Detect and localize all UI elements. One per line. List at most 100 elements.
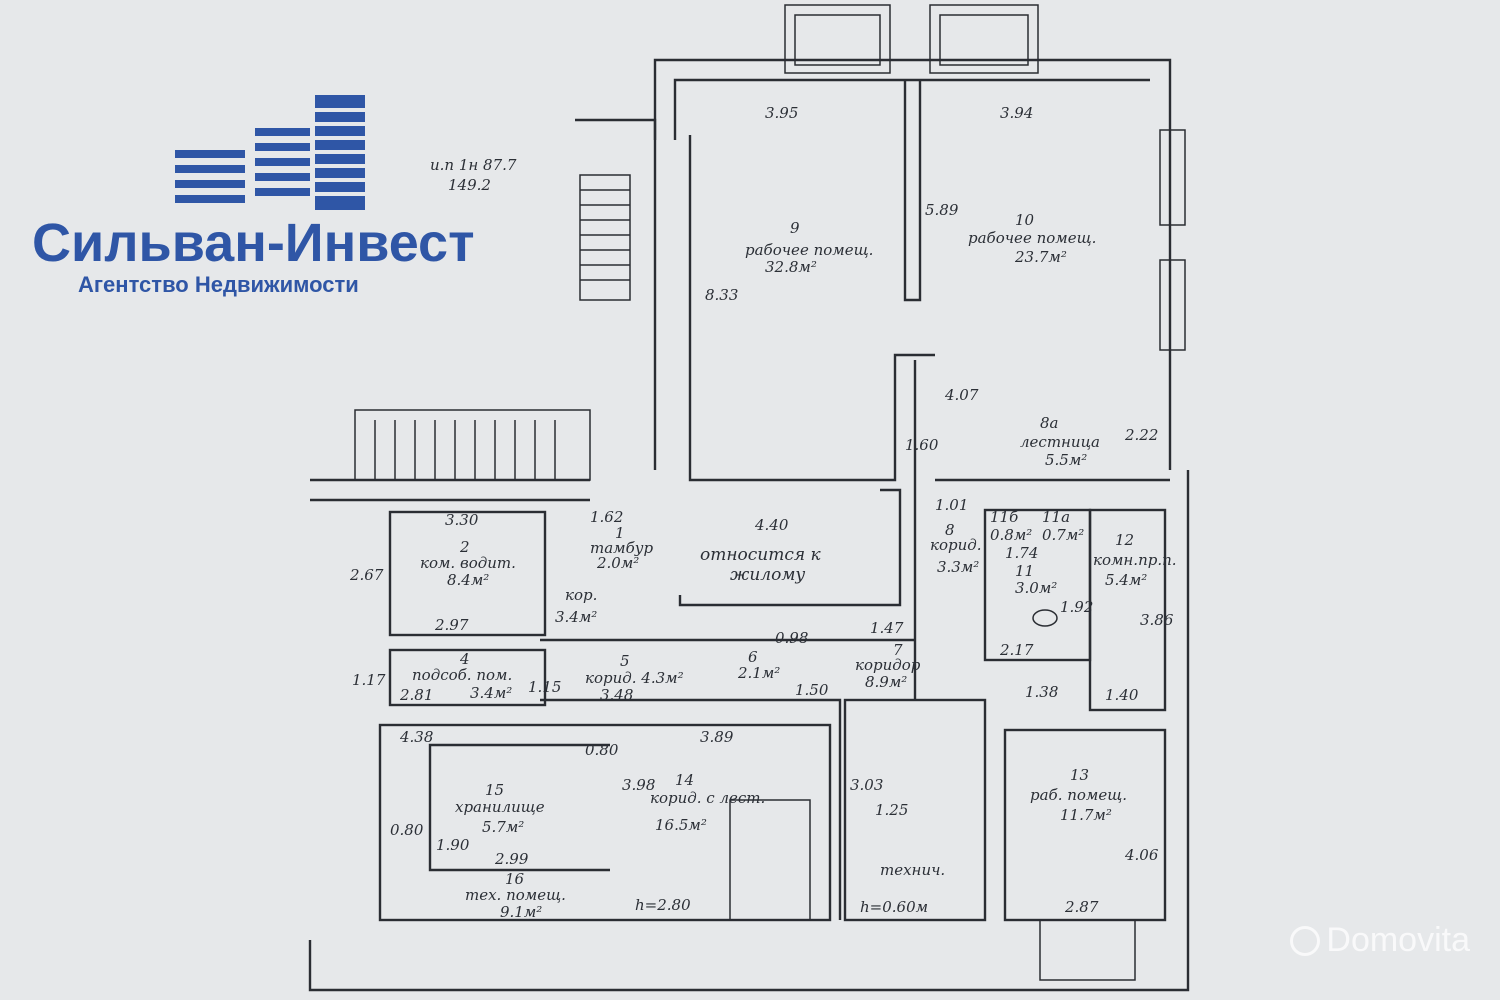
label-d222: 2.22 (1124, 426, 1158, 444)
label-d080a: 0.80 (585, 741, 619, 759)
label-d080: 0.80 (390, 821, 424, 839)
label-other-line1: относится к (700, 545, 822, 565)
label-r13-name: раб. помещ. (1030, 786, 1127, 804)
label-d398: 3.98 (622, 776, 655, 794)
label-d138: 1.38 (1025, 683, 1058, 701)
label-d125: 1.25 (875, 801, 908, 819)
domovita-logo-icon (1290, 925, 1321, 956)
label-d117: 1.17 (352, 671, 386, 689)
label-d833: 8.33 (705, 286, 738, 304)
label-d297: 2.97 (434, 616, 469, 634)
label-r16-num: 16 (505, 870, 525, 888)
label-r11a: 11а (1042, 508, 1070, 526)
label-r9-area: 32.8м² (765, 258, 817, 276)
label-r7-area: 8.9м² (865, 673, 907, 691)
label-d438: 4.38 (399, 728, 433, 746)
label-d150: 1.50 (795, 681, 829, 699)
label-r4-num: 4 (459, 650, 470, 668)
label-r4-name: подсоб. пом. (412, 666, 512, 684)
label-d140: 1.40 (1105, 686, 1139, 704)
label-d101: 1.01 (935, 496, 968, 514)
label-r9-num: 9 (790, 219, 800, 237)
label-r13-area: 11.7м² (1060, 806, 1112, 824)
label-r4-area: 3.4м² (470, 684, 512, 702)
logo-subtitle: Агентство Недвижимости (78, 272, 359, 297)
label-d303: 3.03 (850, 776, 883, 794)
note-line2: 149.2 (448, 176, 491, 194)
label-d190: 1.90 (436, 836, 470, 854)
label-r3-area: 3.4м² (555, 608, 597, 626)
label-r14-num: 14 (675, 771, 694, 789)
label-r11-num: 11 (1015, 562, 1034, 580)
label-d115: 1.15 (528, 678, 561, 696)
note-line1: и.п 1н 87.7 (430, 156, 517, 174)
label-r14-area: 16.5м² (655, 816, 707, 834)
label-r9-name: рабочее помещ. (745, 241, 873, 259)
label-r16-name: тех. помещ. (465, 886, 566, 904)
label-r1-num: 1 (615, 524, 625, 542)
label-r8-name: корид. (930, 536, 982, 554)
label-r8-num: 8 (945, 521, 955, 539)
walls (308, 4, 1190, 992)
label-d589: 5.89 (925, 201, 959, 219)
label-d348: 3.48 (600, 686, 633, 704)
label-r8a-num: 8а (1040, 414, 1059, 432)
label-r1-name: тамбур (590, 539, 653, 557)
label-r7-num: 7 (893, 641, 903, 659)
logo-title: Сильван-Инвест (32, 213, 475, 273)
label-r11-area: 3.0м² (1015, 579, 1057, 597)
label-d299: 2.99 (494, 850, 529, 868)
label-d395: 3.95 (765, 104, 798, 122)
label-r12-name: комн.пр.п. (1093, 551, 1177, 569)
label-r6-area: 2.1м² (737, 664, 780, 682)
label-h060: h=0.60м (860, 898, 928, 916)
room-labels: и.п 1н 87.7 149.2 3.95 3.94 5.89 8.33 9 … (349, 104, 1177, 921)
label-d192: 1.92 (1060, 598, 1093, 616)
label-r12-num: 12 (1115, 531, 1134, 549)
label-d406: 4.06 (1124, 846, 1159, 864)
label-r10-area: 23.7м² (1014, 248, 1067, 266)
label-d389: 3.89 (700, 728, 734, 746)
label-d407: 4.07 (944, 386, 979, 404)
label-r5-num: 5 (620, 652, 630, 670)
label-d330: 3.30 (445, 511, 479, 529)
label-d217: 2.17 (999, 641, 1034, 659)
label-r14-name: корид. с лест. (650, 789, 765, 807)
label-r8a-name: лестница (1020, 433, 1100, 451)
label-r13-num: 13 (1070, 766, 1089, 784)
label-d386: 3.86 (1140, 611, 1174, 629)
label-d147: 1.47 (870, 619, 904, 637)
label-r2-name: ком. водит. (420, 554, 516, 572)
label-r6-num: 6 (748, 648, 758, 666)
label-d281: 2.81 (399, 686, 433, 704)
label-d098: 0.98 (775, 629, 808, 647)
watermark-text: Domovita (1326, 921, 1470, 959)
label-r1-area: 2.0м² (596, 554, 639, 572)
label-d267: 2.67 (349, 566, 384, 584)
label-r3-name: кор. (565, 586, 597, 604)
label-r2-num: 2 (459, 538, 470, 556)
label-other-line2: жилому (730, 565, 805, 585)
label-d394: 3.94 (1000, 104, 1033, 122)
label-r8a-area: 5.5м² (1045, 451, 1087, 469)
label-r11b-area: 0.8м² (990, 526, 1032, 544)
label-r2-area: 8.4м² (447, 571, 489, 589)
label-d287: 2.87 (1064, 898, 1099, 916)
label-r5-name: корид. 4.3м² (585, 669, 684, 687)
label-r15-num: 15 (485, 781, 504, 799)
label-tech: технич. (880, 861, 945, 879)
label-d440: 4.40 (754, 516, 789, 534)
label-r10-name: рабочее помещ. (968, 229, 1096, 247)
label-r16-area: 9.1м² (500, 903, 542, 921)
label-d160: 1.60 (905, 436, 939, 454)
watermark: Domovita (1290, 921, 1470, 960)
label-h280: h=2.80 (635, 896, 691, 914)
label-r8-area: 3.3м² (937, 558, 979, 576)
label-r15-area: 5.7м² (482, 818, 524, 836)
label-r11a-area: 0.7м² (1042, 526, 1084, 544)
label-r12-area: 5.4м² (1105, 571, 1147, 589)
logo-building-icon (175, 95, 365, 210)
label-r10-num: 10 (1015, 211, 1035, 229)
label-d162: 1.62 (590, 508, 623, 526)
